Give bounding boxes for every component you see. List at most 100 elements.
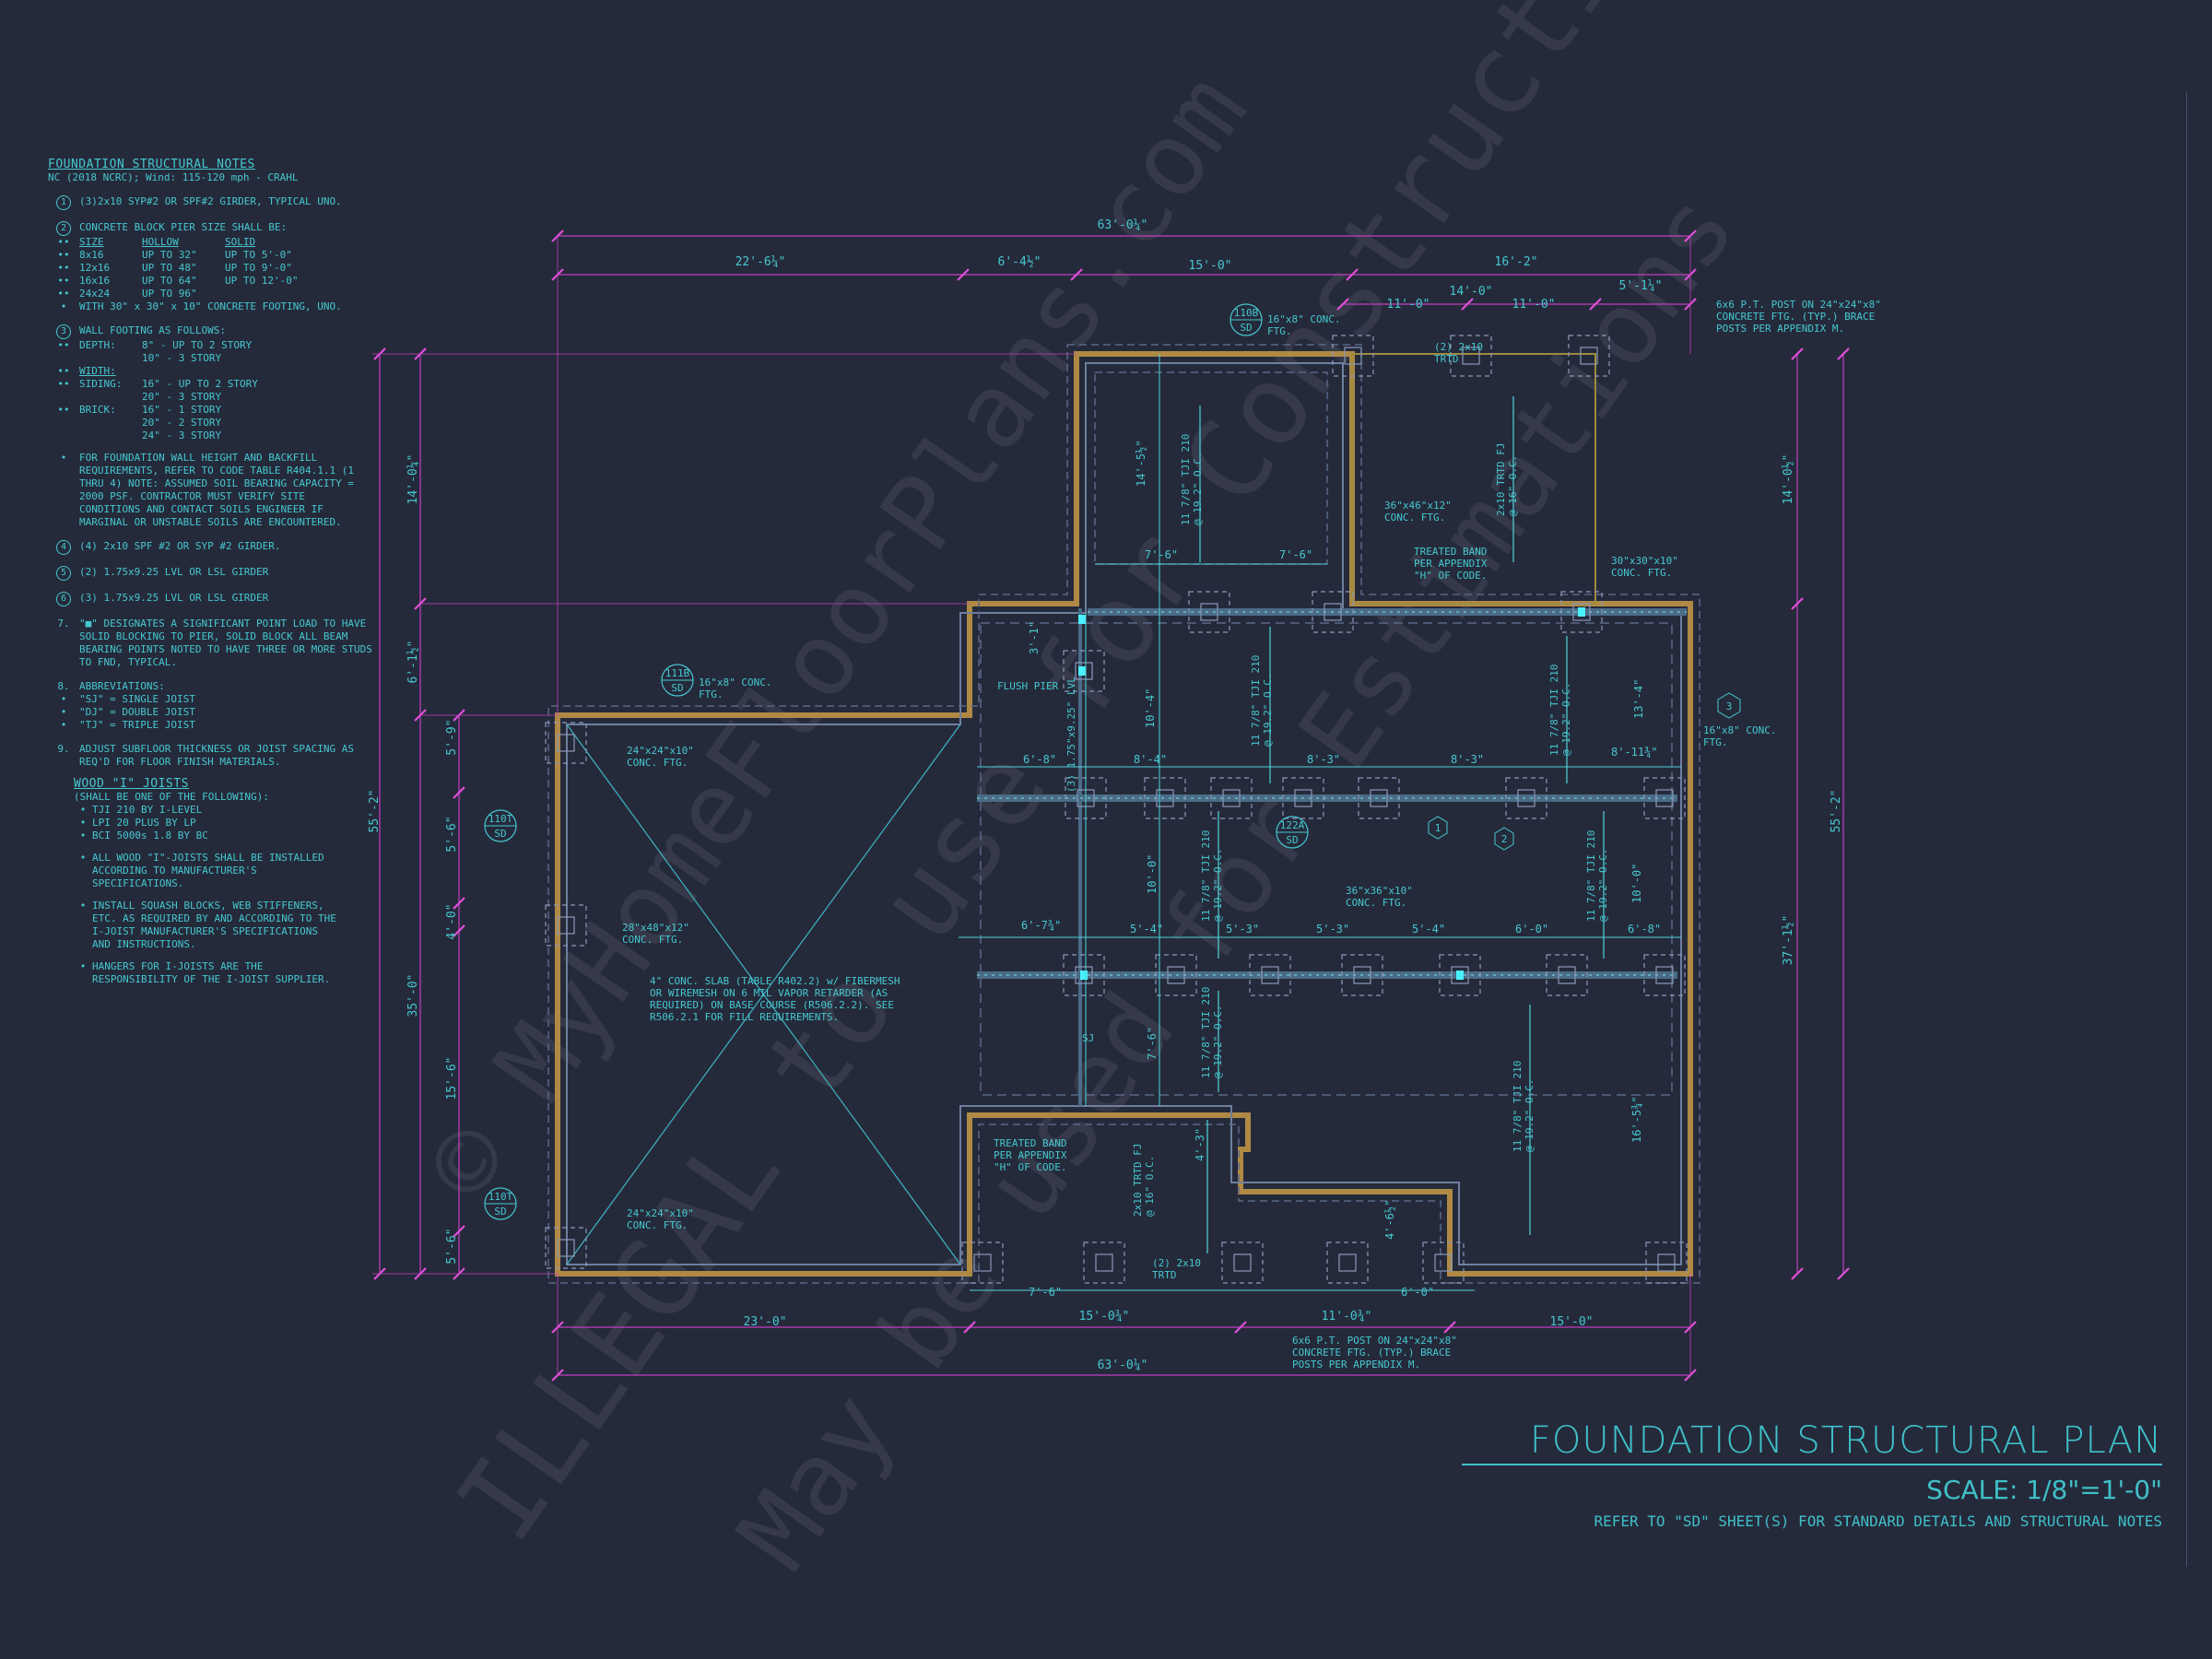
dim-tick <box>1837 347 1850 360</box>
dim-tick <box>1336 298 1349 311</box>
svg-text:122A: 122A <box>1280 819 1305 831</box>
joist-label-3: 11 7/8" TJI 210@ 19.2" O.C. <box>1250 655 1274 747</box>
tag-122a: 122A SD <box>1276 816 1309 849</box>
joist-label-5: 11 7/8" TJI 210@ 19.2" O.C. <box>1200 830 1224 922</box>
pier-block <box>1200 603 1218 621</box>
svg-text:SD: SD <box>494 1206 506 1218</box>
svg-text:110B: 110B <box>1234 307 1259 319</box>
dim-tick <box>1234 1321 1247 1334</box>
notes-subtitle: NC (2018 NCRC); Wind: 115-120 mph - CRAH… <box>48 171 299 183</box>
hex-marker-3: 3 <box>1717 692 1741 719</box>
tag-111b: 111B SD <box>661 664 694 697</box>
interior-dim-label: 16'-5¾" <box>1630 1096 1643 1143</box>
dim-right-mid-1: 14'-0½" <box>1782 454 1795 505</box>
dim-tick <box>453 786 465 799</box>
interior-dim-label: 10'-0" <box>1630 864 1643 903</box>
point-load <box>1078 615 1086 624</box>
interior-dim-label: 7'-6" <box>1279 548 1312 561</box>
tag-110b: 110B SD <box>1230 303 1263 336</box>
interior-dim-label: 5'-3" <box>1316 923 1349 935</box>
dim-right-outer: 55'-2" <box>1830 790 1843 833</box>
pier-footing <box>1249 954 1291 996</box>
dim-tick <box>453 897 465 910</box>
dim-tick <box>1791 347 1804 360</box>
dim-tick <box>1791 597 1804 610</box>
slab-note: 4" CONC. SLAB (TABLE R402.2) w/ FIBERMES… <box>650 975 900 1023</box>
interior-dim-label: 8'-3" <box>1307 753 1340 766</box>
hex-marker-2: 2 <box>1494 827 1514 851</box>
dim-tick <box>1070 268 1083 281</box>
point-load <box>1578 607 1585 617</box>
dim-tick <box>453 1225 465 1238</box>
plan-labels: 110B SD 111B SD 110T SD 110T SD <box>484 299 1881 1371</box>
point-load <box>1456 971 1464 980</box>
interior-dim-label: 7'-6" <box>1146 1027 1159 1060</box>
pier-footing <box>1645 1241 1688 1284</box>
pier-block <box>1095 1253 1113 1272</box>
note-1: 1(3)2x10 SYP#2 OR SPF#2 GIRDER, TYPICAL … <box>48 195 380 210</box>
joist-label-1: 11 7/8" TJI 210@ 19.2" O.C. <box>1180 434 1204 525</box>
pier-block <box>1558 966 1576 984</box>
pier-block <box>1655 966 1674 984</box>
interior-dim-label: 5'-4" <box>1412 923 1445 935</box>
pier-block <box>1222 789 1241 807</box>
dim-top-right-3: 11'-0" <box>1512 298 1556 312</box>
pier-footing <box>1546 954 1588 996</box>
dim-text: 63'-0¼" 22'-6¼" 6'-4½" 15'-0" 16'-2" 11'… <box>368 218 1843 1372</box>
dim-bot-seg-2: 15'-0¾" <box>1079 1310 1130 1324</box>
dim-left-inner-2: 5'-6" <box>445 816 459 852</box>
dim-left-mid-3: 35'-0" <box>406 974 420 1018</box>
pier-block <box>1338 1253 1357 1272</box>
svg-text:110T: 110T <box>488 1191 513 1203</box>
note-7: 7."■" DESIGNATES A SIGNIFICANT POINT LOA… <box>57 618 372 668</box>
structural-notes: FOUNDATION STRUCTURAL NOTES NC (2018 NCR… <box>48 159 380 986</box>
dim-top-overall: 63'-0¼" <box>1098 218 1148 232</box>
pier-footing <box>1063 650 1105 692</box>
ftg-label-36x36: 36"x36"x10"CONC. FTG. <box>1346 885 1413 909</box>
pier-block <box>1075 662 1093 680</box>
pier-footing <box>1422 1241 1465 1284</box>
sheet-reference: REFER TO "SD" SHEET(S) FOR STANDARD DETA… <box>1594 1512 2163 1530</box>
dim-tick <box>1837 1267 1850 1280</box>
pier-block <box>1261 966 1279 984</box>
joist-arrows <box>1199 396 1605 1253</box>
interior-dim-label: 5'-4" <box>1130 923 1163 935</box>
dim-right-mid-2: 37'-1½" <box>1782 915 1795 966</box>
joist-title: WOOD "I" JOISTS <box>74 777 189 791</box>
dim-top-seg-3: 15'-0" <box>1189 259 1232 273</box>
pier-block <box>1294 789 1312 807</box>
interior-dim-label: 4'-3" <box>1194 1128 1206 1161</box>
flush-pier-label: FLUSH PIER <box>997 680 1059 692</box>
dim-tick <box>957 268 970 281</box>
note-4: 4(4) 2x10 SPF #2 OR SYP #2 GIRDER. <box>48 540 380 555</box>
dim-left-inner-1: 5'-9" <box>445 719 459 755</box>
dim-tick <box>963 1321 976 1334</box>
dim-top-right-2: 14'-0" <box>1450 285 1493 299</box>
dim-tick <box>1589 298 1602 311</box>
pier-block <box>1462 347 1480 365</box>
notes-title: FOUNDATION STRUCTURAL NOTES <box>48 158 255 171</box>
pier-block <box>1156 789 1174 807</box>
pier-block <box>557 1239 575 1257</box>
pier-footing <box>1643 954 1686 996</box>
pier-block <box>557 916 575 935</box>
dim-left-mid-1: 14'-0¼" <box>406 454 420 505</box>
pier-footing <box>545 1227 587 1269</box>
ftg-label-111b: 16"x8" CONC.FTG. <box>699 677 771 700</box>
pier-footing <box>1083 1241 1125 1284</box>
joist-label-7: 11 7/8" TJI 210@ 19.2" O.C. <box>1200 987 1224 1078</box>
svg-text:3: 3 <box>1726 700 1733 712</box>
ftg-label-36x46: 36"x46"x12"CONC. FTG. <box>1384 500 1452 524</box>
joist-label-8: 11 7/8" TJI 210@ 19.2" O.C. <box>1512 1061 1535 1152</box>
pier-footing <box>1188 591 1230 633</box>
dim-left-inner-3: 4'-0" <box>445 903 459 939</box>
pier-block <box>1353 966 1371 984</box>
pier-block <box>1344 347 1362 365</box>
interior-dim-label: 7'-6" <box>1145 548 1178 561</box>
